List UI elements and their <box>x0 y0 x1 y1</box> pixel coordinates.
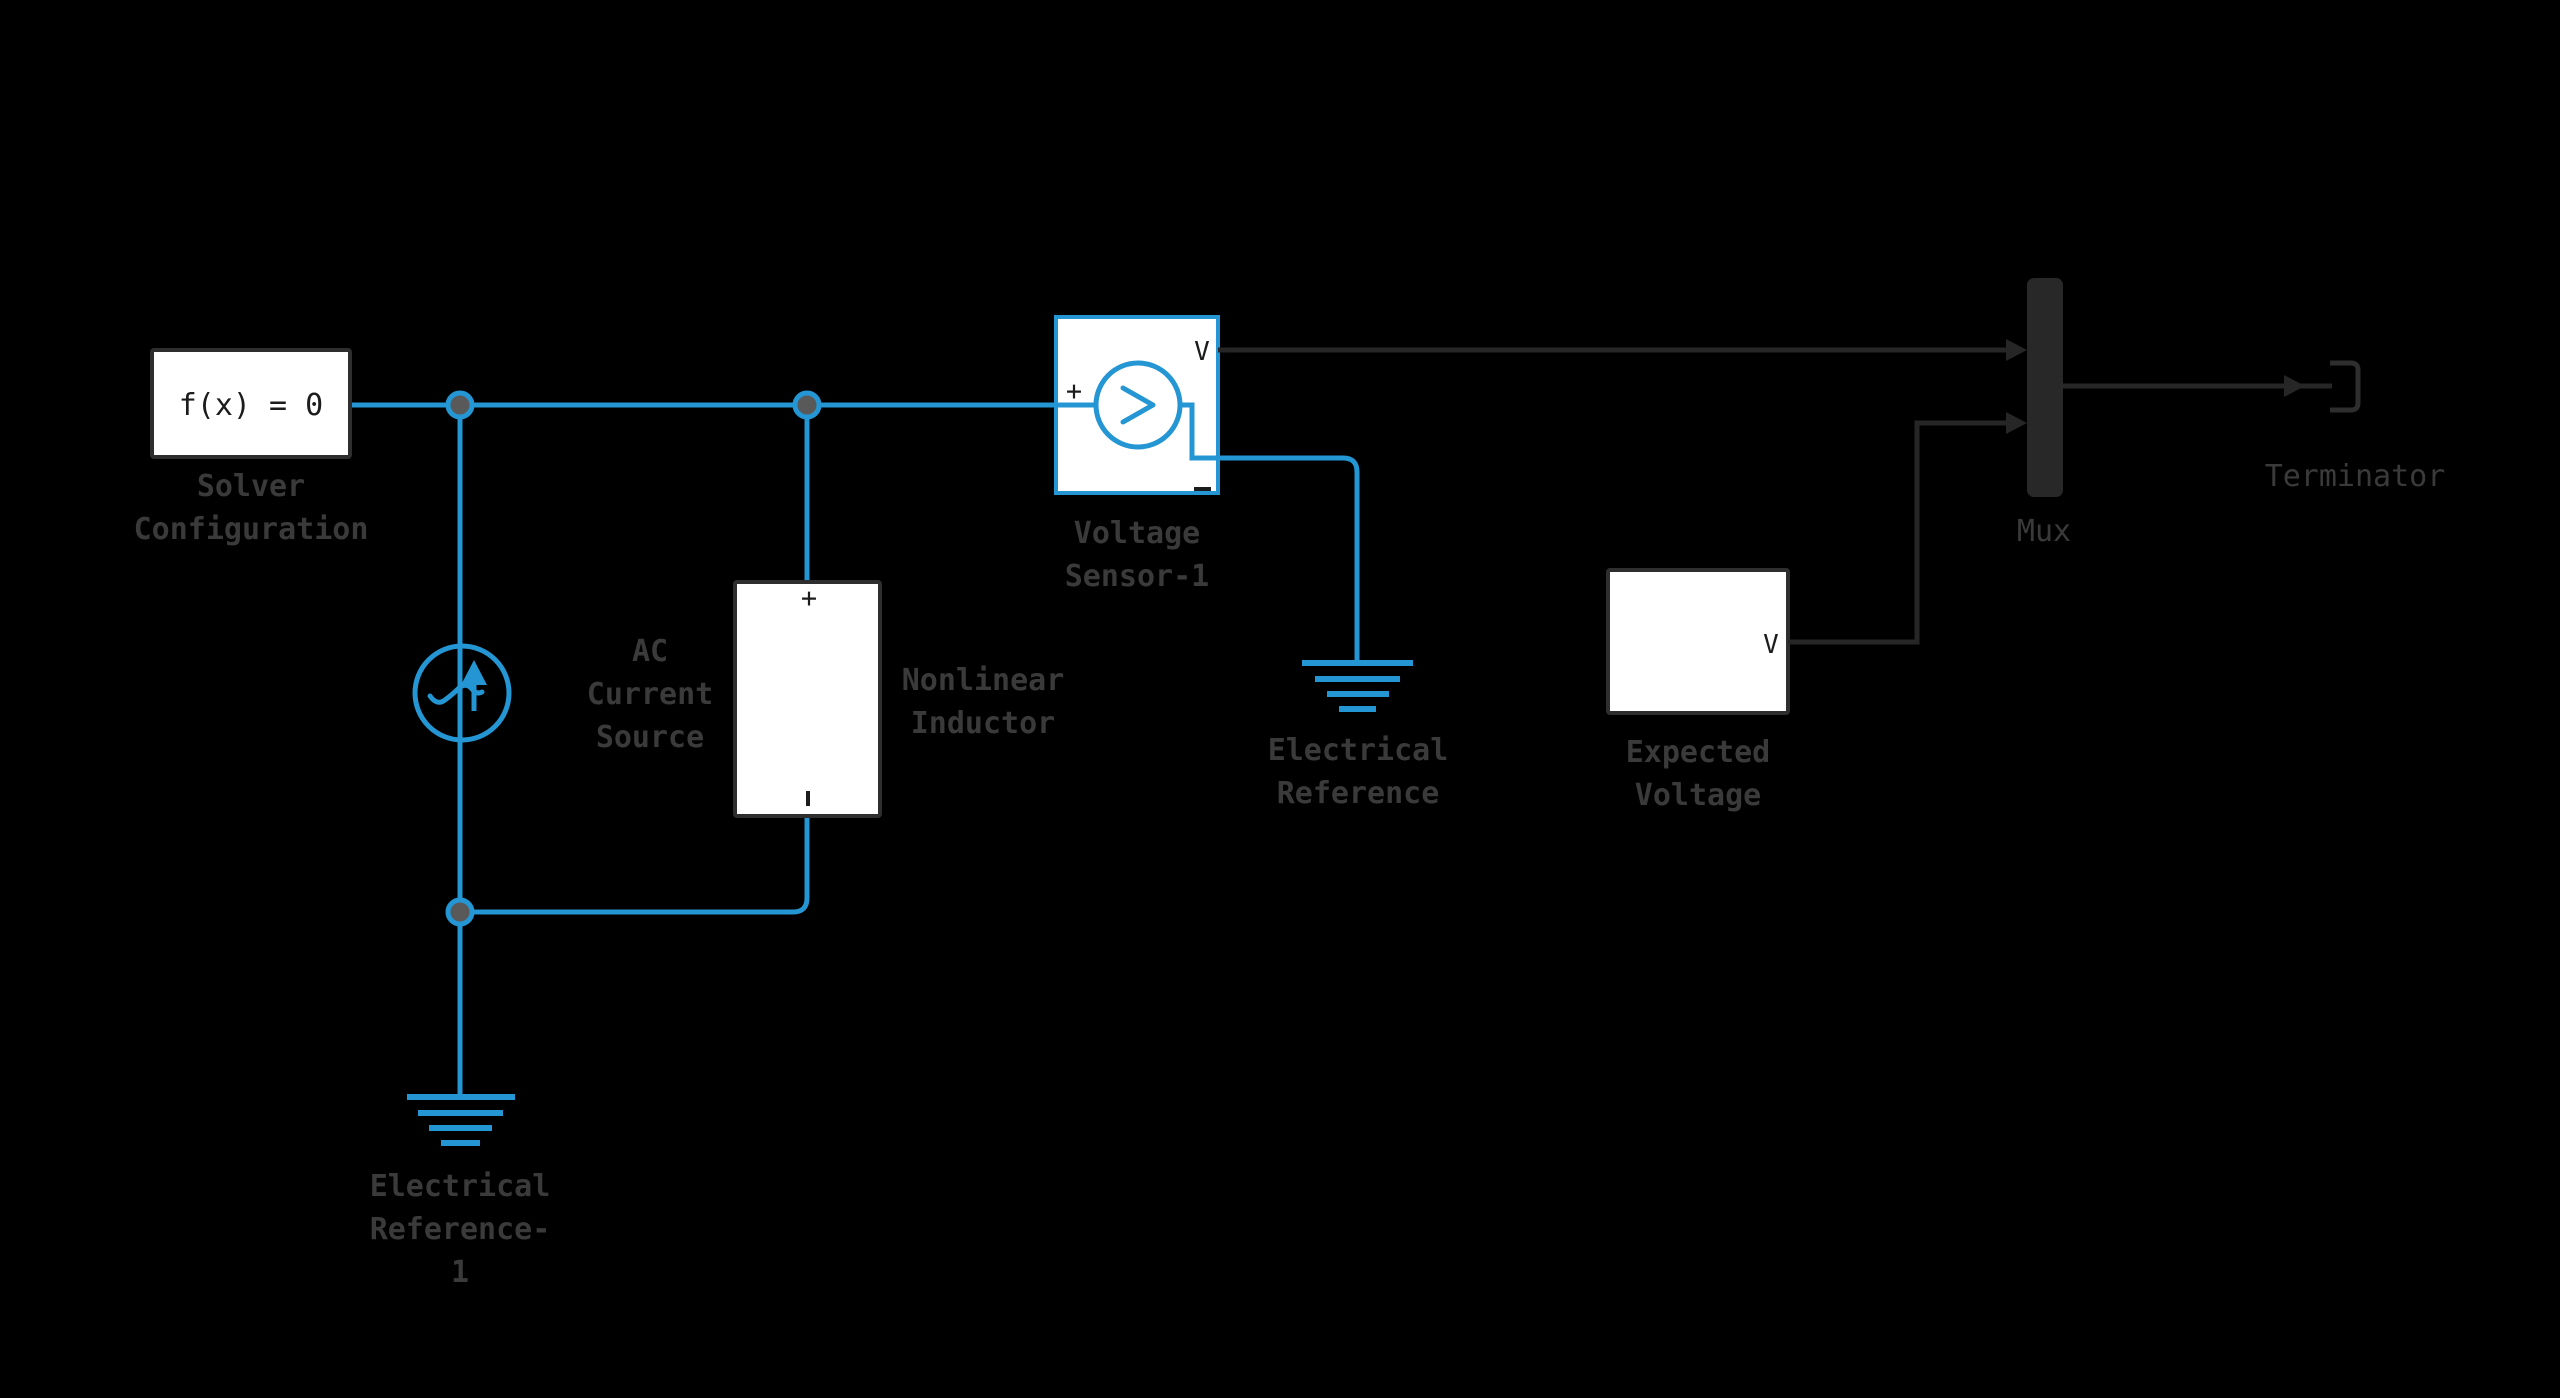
sensor-v-port-label: V <box>1194 337 1210 367</box>
greater-than-icon <box>1120 385 1156 425</box>
wire-expected-voltage-to-mux[interactable] <box>1788 420 2008 645</box>
junction-dot[interactable] <box>792 390 822 420</box>
wire-inductor-bottom-return[interactable] <box>460 816 810 915</box>
terminator-block[interactable] <box>2330 360 2361 413</box>
voltage-sensor-label[interactable]: Voltage Sensor-1 <box>1064 516 1210 594</box>
mux-block[interactable] <box>2027 278 2063 497</box>
voltage-sensor-icon <box>1093 360 1183 450</box>
junction-dot[interactable] <box>445 897 475 927</box>
solver-configuration-display-text: f(x) = 0 <box>179 388 324 423</box>
expected-voltage-block[interactable] <box>1606 568 1790 715</box>
nonlinear-inductor-label[interactable]: Nonlinear Inductor <box>901 663 1065 741</box>
mux-input2-arrowhead <box>2006 412 2027 434</box>
electrical-reference-block[interactable] <box>1302 660 1413 712</box>
electrical-reference-label[interactable]: Electrical Reference <box>1267 733 1449 811</box>
ac-current-source-block[interactable] <box>412 643 512 743</box>
ac-source-icon <box>427 660 487 711</box>
solver-configuration-block[interactable] <box>150 348 352 459</box>
electrical-reference-1-block[interactable] <box>407 1094 515 1146</box>
junction-dot[interactable] <box>445 390 475 420</box>
mux-label[interactable]: Mux <box>2016 514 2072 549</box>
solver-configuration-label[interactable]: Solver Configuration <box>133 469 369 547</box>
inductor-plus-port-label: + <box>801 583 817 614</box>
wire-sensor-to-ground[interactable] <box>1218 455 1360 663</box>
nonlinear-inductor-block[interactable] <box>733 580 882 818</box>
terminator-input-arrowhead <box>2284 375 2305 397</box>
ac-current-source-label[interactable]: AC Current Source <box>586 634 714 755</box>
sensor-internal-right-lead <box>1180 402 1218 461</box>
expected-voltage-v-port-label: V <box>1763 630 1779 660</box>
terminator-label[interactable]: Terminator <box>2264 459 2446 494</box>
sensor-plus-port-label: + <box>1066 376 1082 407</box>
expected-voltage-label[interactable]: Expected Voltage <box>1625 735 1771 813</box>
mux-input1-arrowhead <box>2006 339 2027 361</box>
electrical-reference-1-label[interactable]: Electrical Reference- 1 <box>369 1169 551 1290</box>
